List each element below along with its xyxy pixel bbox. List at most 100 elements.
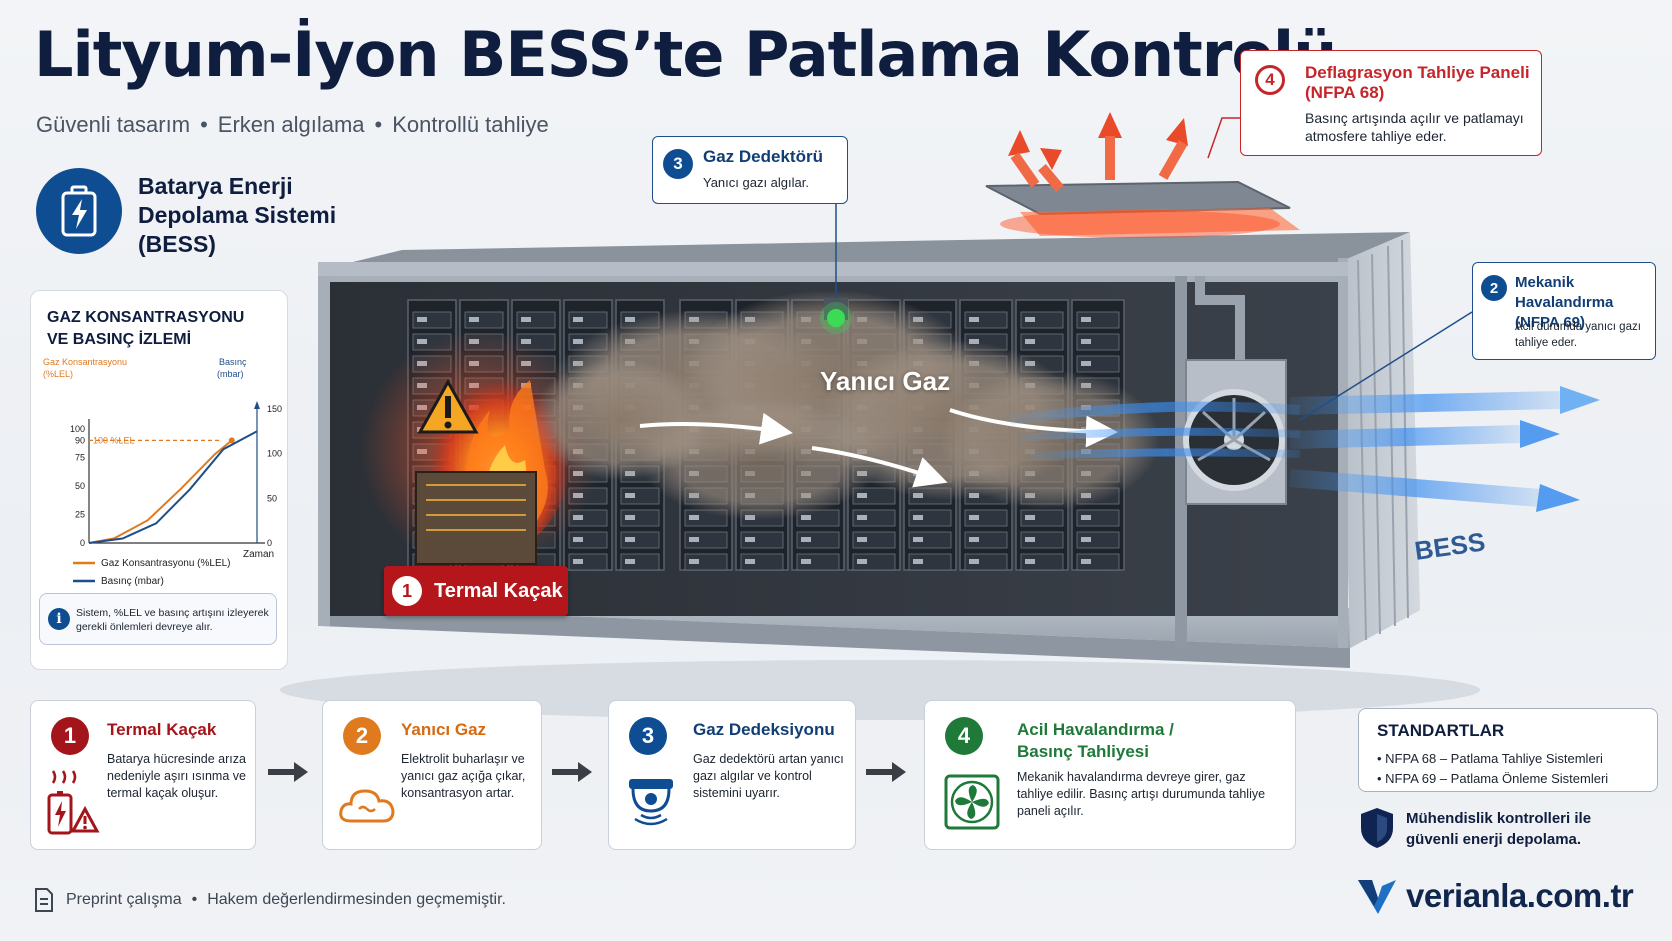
module-handle — [801, 515, 811, 520]
right-axis-title: Basınç — [219, 357, 247, 367]
left-axis-title: Gaz Konsantrasyonu — [43, 357, 127, 367]
battery-module — [852, 509, 896, 527]
module-handle — [913, 537, 923, 542]
threshold-point — [228, 437, 235, 444]
battery-module — [1076, 531, 1120, 549]
module-handle — [1025, 515, 1035, 520]
brand-name: verianla.com.tr — [1406, 877, 1634, 914]
step-number: 2 — [343, 717, 381, 755]
module-handle — [1081, 515, 1091, 520]
module-handle — [969, 537, 979, 542]
module-handle — [689, 537, 699, 542]
module-handle — [1081, 537, 1091, 542]
y-left-tick-label: 100 — [70, 424, 85, 434]
battery-module — [464, 311, 504, 329]
y-right-tick-label: 100 — [267, 449, 282, 459]
battery-module — [964, 553, 1008, 571]
battery-module — [1020, 509, 1064, 527]
container-label: BESS — [1413, 526, 1487, 566]
subtitle-item: Güvenli tasarım — [36, 112, 191, 137]
monitor-chart-card: GAZ KONSANTRASYONU VE BASINÇ İZLEMİ Gaz … — [30, 290, 288, 670]
chart-title-line: GAZ KONSANTRASYONU — [47, 309, 245, 326]
module-handle — [521, 317, 531, 322]
step-card-thermal-runaway: 1 Termal Kaçak Batarya hücresinde arıza … — [30, 700, 256, 850]
step-number: 1 — [51, 717, 89, 755]
legend-label: Gaz Konsantrasyonu (%LEL) — [101, 558, 231, 569]
y-left-tick-label: 25 — [75, 510, 85, 520]
step-text: Gaz dedektörü artan yanıcı gazı algılar … — [693, 752, 844, 800]
module-handle — [625, 515, 635, 520]
callout-title: Mekanik Havalandırma (NFPA 69) — [1515, 273, 1655, 333]
page-title: Lityum-İyon BESS’te Patlama Kontrolü — [34, 18, 1337, 91]
legend-label: Basınç (mbar) — [101, 576, 164, 587]
module-handle — [417, 317, 427, 322]
thermal-runaway-label: Termal Kaçak — [434, 579, 563, 602]
module-handle — [1025, 537, 1035, 542]
battery-module — [620, 531, 660, 549]
step-title: Yanıcı Gaz — [401, 720, 487, 739]
module-handle — [913, 559, 923, 564]
separator: • — [200, 112, 208, 137]
battery-bolt-icon — [36, 168, 122, 254]
module-handle — [1081, 339, 1091, 344]
battery-module — [620, 509, 660, 527]
battery-module — [568, 531, 608, 549]
warning-triangle-icon — [417, 378, 479, 434]
battery-module — [740, 531, 784, 549]
module-handle — [573, 559, 583, 564]
step-text: Elektrolit buharlaşır ve yanıcı gaz açığ… — [401, 752, 526, 800]
x-axis-label: Zaman — [243, 549, 274, 560]
battery-module — [964, 509, 1008, 527]
battery-module — [412, 311, 452, 329]
step-title-line: Basınç Tahliyesi — [1017, 742, 1149, 761]
bess-label-line: Depolama Sistemi — [138, 202, 337, 228]
monitor-chart: Gaz Konsantrasyonu(%LEL)Basınç(mbar)0255… — [43, 357, 282, 587]
engineering-line: Mühendislik kontrolleri ile — [1406, 810, 1592, 827]
battery-module — [796, 553, 840, 571]
module-handle — [745, 537, 755, 542]
fan-icon — [944, 774, 1000, 830]
arrow-right-icon — [866, 762, 906, 782]
battery-module — [908, 531, 952, 549]
series-line-1 — [88, 439, 233, 544]
info-box: i Sistem, %LEL ve basınç artışını izleye… — [39, 593, 277, 645]
module-handle — [857, 537, 867, 542]
threshold-label: 100 %LEL — [93, 435, 135, 445]
callout-title-line: Deflagrasyon Tahliye Paneli — [1305, 63, 1530, 82]
chart-title-line: VE BASINÇ İZLEMİ — [47, 331, 192, 348]
series-line-2 — [88, 430, 258, 544]
step-number: 3 — [663, 149, 693, 179]
battery-module — [852, 553, 896, 571]
standards-title: STANDARTLAR — [1377, 721, 1505, 740]
cloud-icon — [339, 789, 395, 823]
y-left-tick-label: 90 — [75, 435, 85, 445]
module-handle — [573, 537, 583, 542]
step-card-flammable-gas: 2 Yanıcı Gaz Elektrolit buharlaşır ve ya… — [322, 700, 542, 850]
detector-icon — [629, 779, 673, 826]
module-handle — [1081, 317, 1091, 322]
module-handle — [969, 317, 979, 322]
footer-note: Preprint çalışma • Hakem değerlendirmesi… — [34, 888, 506, 912]
info-icon: i — [48, 608, 70, 630]
step-number: 4 — [945, 717, 983, 755]
bess-container-illustration: BESS — [280, 112, 1600, 720]
callout-title-line: (NFPA 69) — [1515, 314, 1586, 331]
step-card-emergency-ventilation: 4 Acil Havalandırma / Basınç Tahliyesi M… — [924, 700, 1296, 850]
step-title: Gaz Dedeksiyonu — [693, 720, 835, 739]
step-number: 4 — [1255, 65, 1285, 95]
separator: • — [374, 112, 383, 137]
deflagration-panel-callout: 4 Deflagrasyon Tahliye Paneli (NFPA 68) … — [1240, 50, 1542, 156]
document-icon — [35, 888, 53, 912]
info-text: Sistem, %LEL ve basınç artışını izleyere… — [76, 607, 269, 633]
flammable-gas-label: Yanıcı Gaz — [820, 366, 951, 396]
engineering-statement: Mühendislik kontrolleri ile güvenli ener… — [1406, 808, 1591, 850]
y-right-tick-label: 150 — [267, 404, 282, 414]
brand-logo: verianla.com.tr — [1356, 876, 1634, 916]
battery-module — [620, 487, 660, 505]
chart-title: GAZ KONSANTRASYONU VE BASINÇ İZLEMİ — [47, 307, 244, 351]
callout-title: Gaz Dedektörü — [703, 147, 823, 166]
y-left-tick-label: 0 — [80, 538, 85, 548]
y-left-tick-label: 75 — [75, 453, 85, 463]
subtitle-item: Erken algılama — [217, 112, 365, 137]
battery-module — [568, 311, 608, 329]
